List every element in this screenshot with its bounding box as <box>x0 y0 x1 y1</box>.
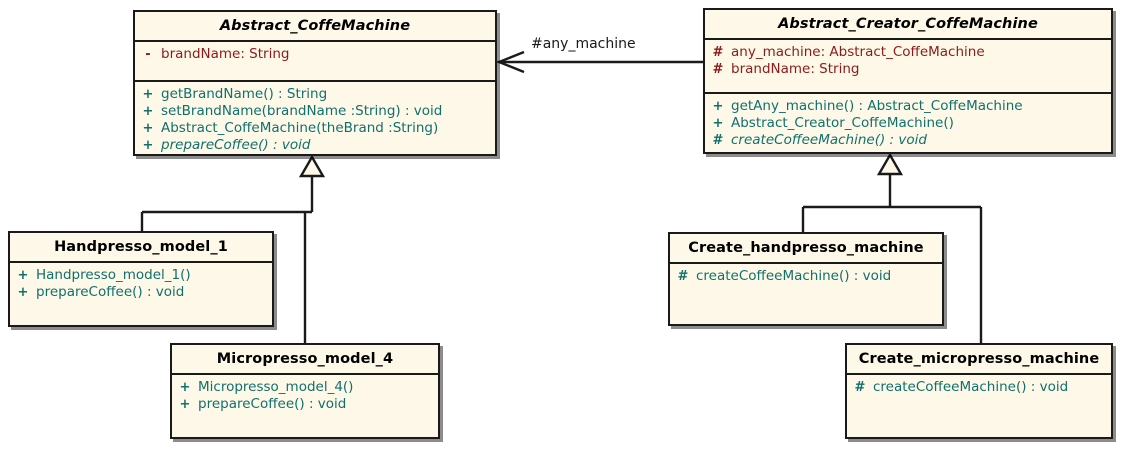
class-title-create-handpresso-machine: Create_handpresso_machine <box>688 240 924 256</box>
class-box-micropresso-model-4[interactable]: Micropresso_model_4 + Micropresso_model_… <box>170 343 440 439</box>
class-box-create-micropresso-machine[interactable]: Create_micropresso_machine # createCoffe… <box>845 343 1113 439</box>
method-label: prepareCoffee() : void <box>198 396 347 412</box>
method-label: Micropresso_model_4() <box>198 379 354 395</box>
method-row: + Handpresso_model_1() <box>10 267 272 284</box>
visibility-marker: + <box>142 138 154 153</box>
method-row: + setBrandName(brandName :String) : void <box>135 103 495 120</box>
compartment-divider <box>135 80 495 82</box>
class-title-handpresso-model-1: Handpresso_model_1 <box>54 239 228 255</box>
method-label: getAny_machine() : Abstract_CoffeMachine <box>731 98 1023 114</box>
methods-compartment-abstract-coffemachine: + getBrandName() : String + setBrandName… <box>135 82 495 158</box>
method-row: + Micropresso_model_4() <box>172 379 438 396</box>
methods-compartment-abstract-creator-coffemachine: + getAny_machine() : Abstract_CoffeMachi… <box>705 94 1111 153</box>
compartment-divider <box>670 262 942 264</box>
visibility-marker: # <box>712 45 724 60</box>
visibility-marker: + <box>712 99 724 114</box>
class-box-abstract-coffemachine[interactable]: Abstract_CoffeMachine - brandName: Strin… <box>133 10 497 156</box>
method-label: prepareCoffee() : void <box>161 137 311 153</box>
method-label: createCoffeeMachine() : void <box>696 268 892 284</box>
visibility-marker: + <box>179 380 191 395</box>
attribute-row: - brandName: String <box>135 46 495 63</box>
compartment-divider <box>705 92 1111 94</box>
method-label: createCoffeeMachine() : void <box>731 132 927 148</box>
class-box-handpresso-model-1[interactable]: Handpresso_model_1 + Handpresso_model_1(… <box>8 231 274 327</box>
attributes-compartment-abstract-creator-coffemachine: # any_machine: Abstract_CoffeMachine # b… <box>705 40 1111 92</box>
class-title-micropresso-model-4: Micropresso_model_4 <box>216 351 394 367</box>
visibility-marker: # <box>854 380 866 395</box>
visibility-marker: - <box>145 47 151 62</box>
method-label: setBrandName(brandName :String) : void <box>161 103 443 119</box>
method-row: # createCoffeeMachine() : void <box>847 379 1111 396</box>
method-row: + Abstract_Creator_CoffeMachine() <box>705 115 1111 132</box>
visibility-marker: + <box>17 285 29 300</box>
attributes-compartment-abstract-coffemachine: - brandName: String <box>135 42 495 80</box>
visibility-marker: + <box>142 121 154 136</box>
method-label: prepareCoffee() : void <box>36 284 185 300</box>
class-box-abstract-creator-coffemachine[interactable]: Abstract_Creator_CoffeMachine # any_mach… <box>703 8 1113 154</box>
class-title-create-micropresso-machine: Create_micropresso_machine <box>858 351 1100 367</box>
class-title-abstract-creator-coffemachine: Abstract_Creator_CoffeMachine <box>778 16 1038 32</box>
methods-compartment-create-micropresso-machine: # createCoffeeMachine() : void <box>847 375 1111 400</box>
attribute-label: any_machine: Abstract_CoffeMachine <box>731 44 985 60</box>
method-row: + prepareCoffee() : void <box>10 284 272 301</box>
association-label-any-machine: #any_machine <box>531 36 636 52</box>
method-label: Abstract_CoffeMachine(theBrand :String) <box>161 120 439 136</box>
method-row-abstract: # createCoffeeMachine() : void <box>705 132 1111 149</box>
visibility-marker: + <box>142 104 154 119</box>
visibility-marker: + <box>712 116 724 131</box>
visibility-marker: + <box>142 87 154 102</box>
compartment-divider <box>847 373 1111 375</box>
method-label: createCoffeeMachine() : void <box>873 379 1069 395</box>
attribute-label: brandName: String <box>161 46 290 62</box>
class-title-abstract-coffemachine: Abstract_CoffeMachine <box>219 18 411 34</box>
edge-association-any-machine <box>495 50 703 74</box>
attribute-row: # any_machine: Abstract_CoffeMachine <box>705 44 1111 61</box>
method-row: + Abstract_CoffeMachine(theBrand :String… <box>135 120 495 137</box>
visibility-marker: # <box>677 269 689 284</box>
method-row: + prepareCoffee() : void <box>172 396 438 413</box>
compartment-divider <box>135 40 495 42</box>
method-row: + getBrandName() : String <box>135 86 495 103</box>
attribute-row: # brandName: String <box>705 61 1111 78</box>
attribute-label: brandName: String <box>731 61 860 77</box>
visibility-marker: # <box>712 62 724 77</box>
compartment-divider <box>705 38 1111 40</box>
visibility-marker: + <box>179 397 191 412</box>
visibility-marker: + <box>17 268 29 283</box>
method-label: Handpresso_model_1() <box>36 267 191 283</box>
method-row-abstract: + prepareCoffee() : void <box>135 137 495 154</box>
method-label: getBrandName() : String <box>161 86 328 102</box>
method-label: Abstract_Creator_CoffeMachine() <box>731 115 954 131</box>
method-row: # createCoffeeMachine() : void <box>670 268 942 285</box>
class-box-create-handpresso-machine[interactable]: Create_handpresso_machine # createCoffee… <box>668 232 944 326</box>
visibility-marker: # <box>712 133 724 148</box>
methods-compartment-micropresso-model-4: + Micropresso_model_4() + prepareCoffee(… <box>172 375 438 417</box>
method-row: + getAny_machine() : Abstract_CoffeMachi… <box>705 98 1111 115</box>
methods-compartment-handpresso-model-1: + Handpresso_model_1() + prepareCoffee()… <box>10 263 272 305</box>
compartment-divider <box>10 261 272 263</box>
methods-compartment-create-handpresso-machine: # createCoffeeMachine() : void <box>670 264 942 289</box>
compartment-divider <box>172 373 438 375</box>
